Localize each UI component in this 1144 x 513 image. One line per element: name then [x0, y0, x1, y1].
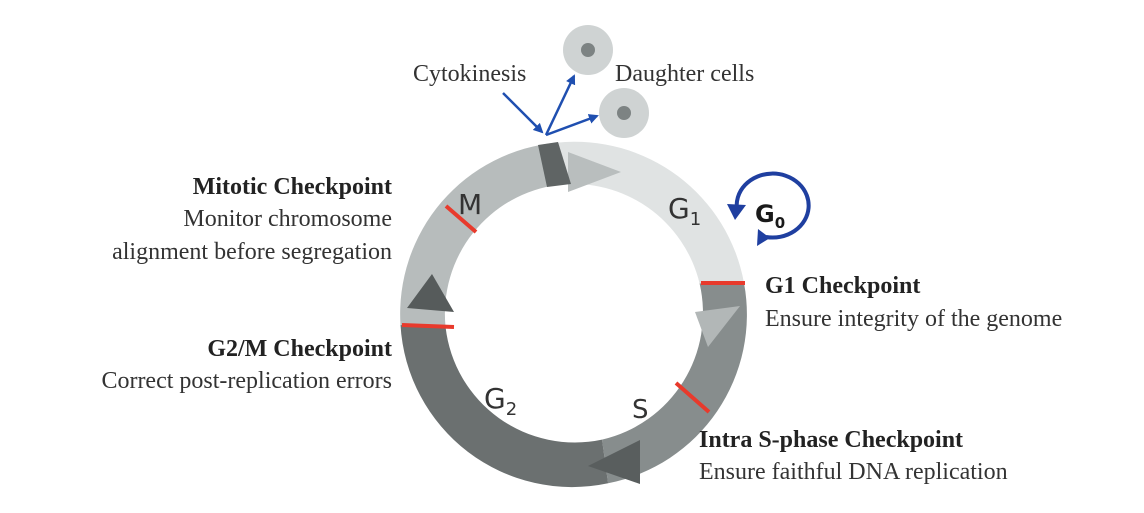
intra-s-checkpoint-line1: Ensure faithful DNA replication [699, 459, 1008, 485]
g2-direction-arrow [588, 440, 640, 484]
phase-label-g2: G2 [484, 382, 517, 420]
mitotic-checkpoint-line2: alignment before segregation [112, 239, 392, 265]
daughter-arrow-top [544, 74, 576, 136]
m-phase-arc [400, 142, 559, 328]
g2m-checkpoint-line1: Correct post-replication errors [101, 368, 392, 394]
intra-s-checkpoint-mark [674, 381, 711, 414]
s-direction-arrow [695, 306, 740, 347]
g2m-checkpoint-title: G2/M Checkpoint [207, 336, 392, 362]
mitotic-checkpoint-title: Mitotic Checkpoint [192, 174, 392, 200]
cytokinesis-label: Cytokinesis [413, 61, 527, 87]
g1-direction-arrow [568, 152, 621, 192]
phase-label-s: S [632, 395, 649, 425]
phase-label-g0: G0 [755, 200, 785, 232]
m-direction-arrow [407, 274, 454, 312]
mitotic-checkpoint-line1: Monitor chromosome [183, 206, 392, 232]
g1-checkpoint-title: G1 Checkpoint [765, 273, 921, 299]
daughter-cell-bottom-nucleus [617, 106, 631, 120]
phase-label-m: M [458, 188, 482, 221]
daughter-arrow-bottom [545, 114, 599, 137]
g2m-checkpoint-mark [401, 323, 455, 329]
intra-s-checkpoint-title: Intra S-phase Checkpoint [699, 427, 964, 453]
daughter-cells-label: Daughter cells [615, 61, 755, 87]
cytokinesis-arrow [502, 92, 544, 134]
g0-loop-arrowhead [727, 204, 746, 220]
g0-loop-arrowhead-lower [757, 229, 770, 246]
cytokinesis-bar [538, 142, 571, 187]
g1-checkpoint-line1: Ensure integrity of the genome [765, 306, 1063, 332]
phase-label-g1: G1 [668, 192, 701, 230]
mitotic-checkpoint-mark [444, 204, 478, 234]
g0-loop [734, 171, 811, 240]
g2-phase-arc [400, 325, 609, 488]
daughter-cell-top-nucleus [581, 43, 595, 57]
